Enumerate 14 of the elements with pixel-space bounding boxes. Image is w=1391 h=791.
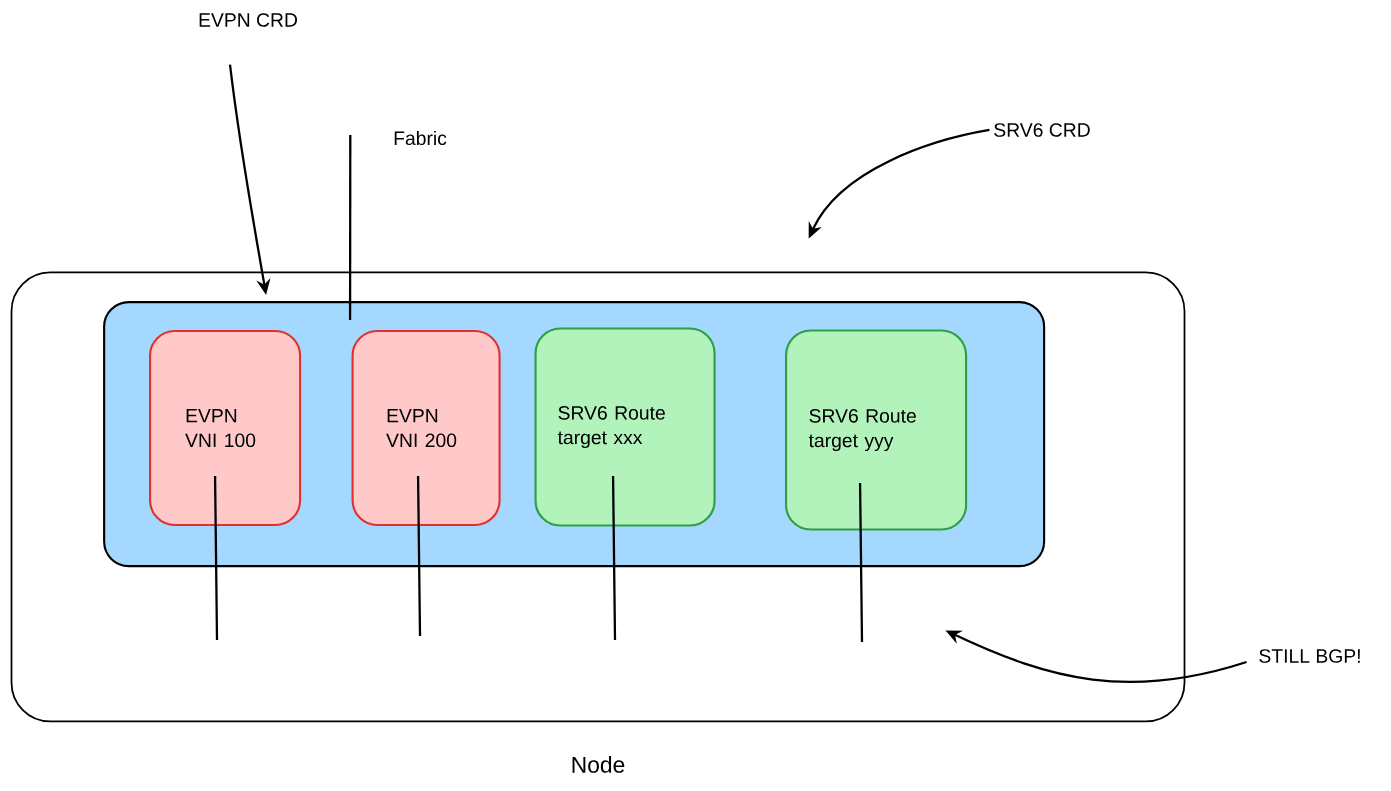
process-box: EVPN VNI 100 <box>149 330 302 527</box>
line <box>858 483 864 642</box>
annotation-text: EVPN CRD <box>199 13 297 27</box>
process-box: SRV6 Route target yyy <box>785 329 968 531</box>
annotation-text: SRV6 CRD <box>994 123 1090 137</box>
line <box>416 476 422 636</box>
annotation-text: Fabric <box>394 130 447 146</box>
node-label: Node <box>572 756 625 773</box>
process-box: SRV6 Route target xxx <box>534 327 716 527</box>
annotation-text: STILL BGP! <box>1259 649 1360 663</box>
line <box>611 476 617 640</box>
process-box: EVPN VNI 200 <box>351 330 501 527</box>
line <box>213 476 219 640</box>
line <box>348 135 352 321</box>
